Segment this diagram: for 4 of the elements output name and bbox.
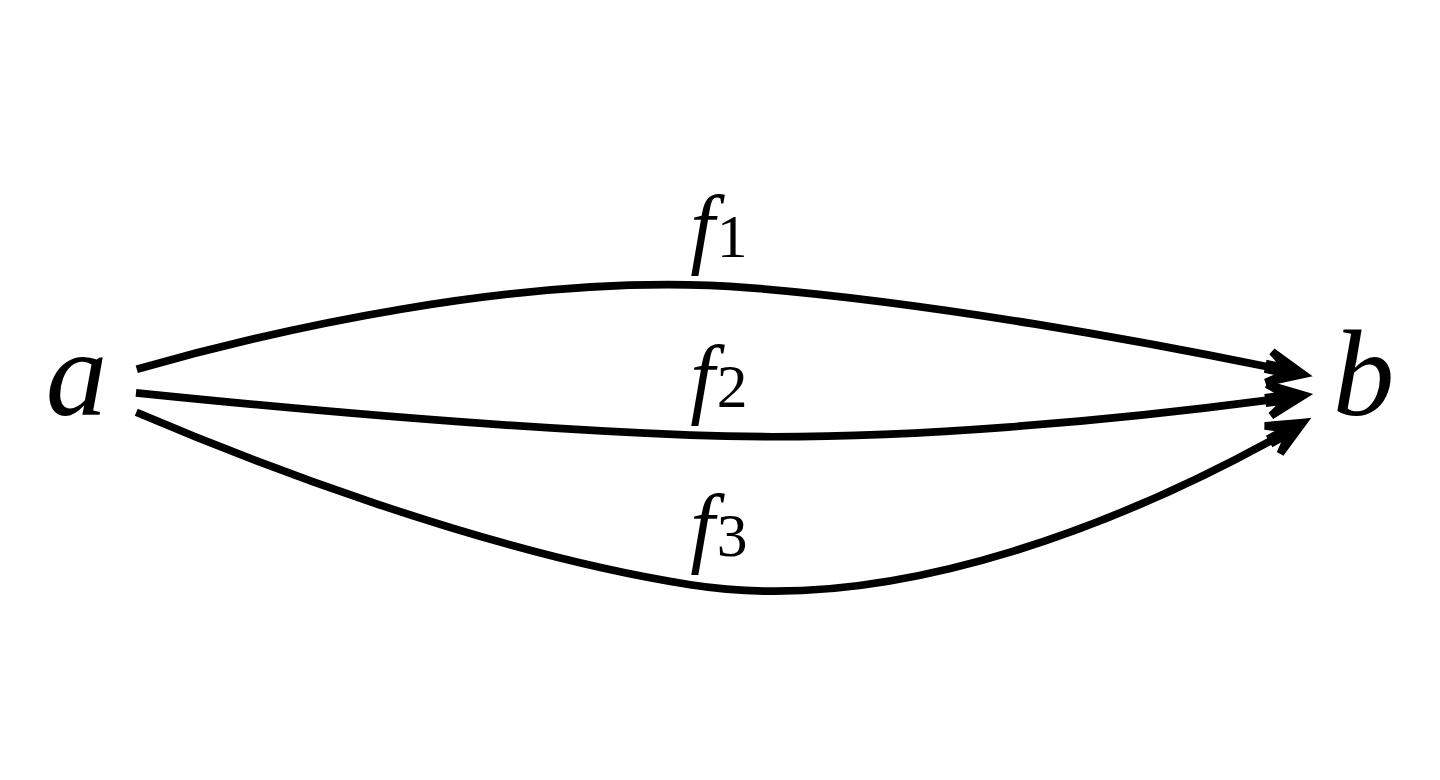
edge-label: f1 [690,179,748,276]
edge-label: f3 [690,478,748,576]
node-text: a [45,304,108,442]
node-text: b [1332,304,1395,442]
